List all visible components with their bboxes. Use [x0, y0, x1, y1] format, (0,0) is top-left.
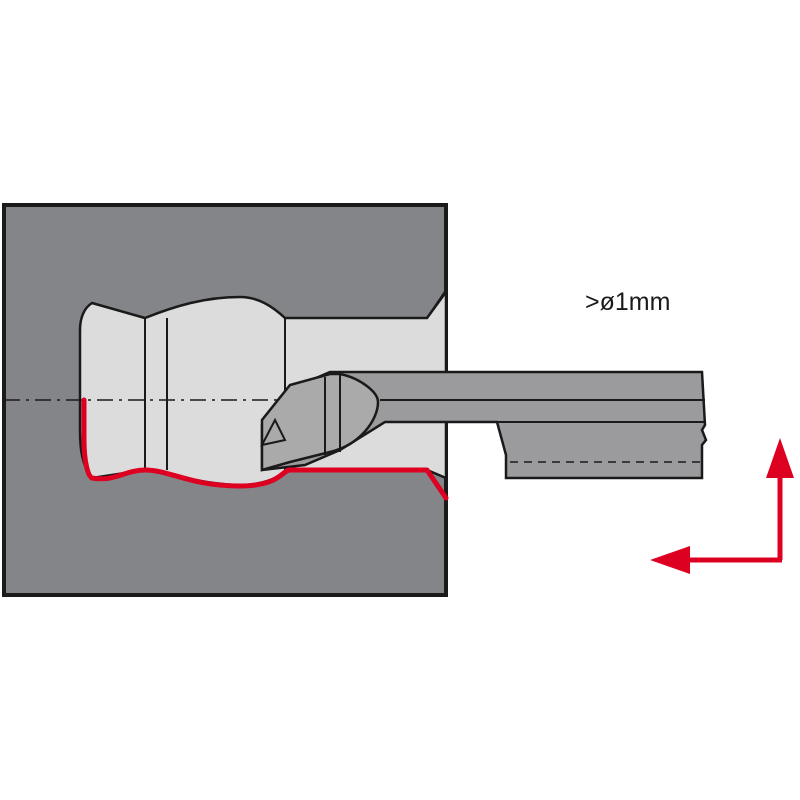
feed-left-arrow-head: [650, 546, 690, 574]
chamfer-line: [426, 289, 447, 319]
diameter-label: >ø1mm: [585, 288, 670, 316]
profile-contour: [81, 397, 449, 501]
tool-tip: [260, 372, 380, 472]
tip-facet: [260, 417, 287, 447]
feed-up-arrow-head: [766, 438, 794, 478]
